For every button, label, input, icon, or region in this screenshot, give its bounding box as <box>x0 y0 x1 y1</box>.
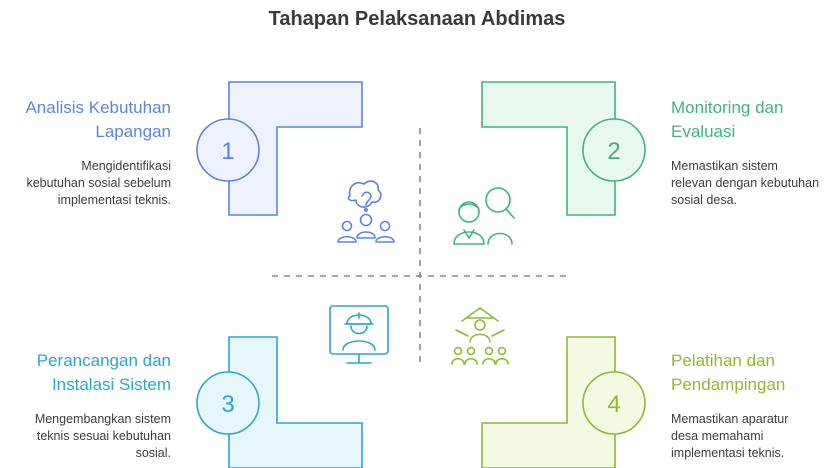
step-2-description: Memastikan sistem relevan dengan kebutuh… <box>671 158 831 209</box>
step-2-circle <box>582 118 646 182</box>
step-4-heading-line-2: Pendampingan <box>671 375 786 394</box>
brainstorm-people-icon <box>337 180 395 243</box>
step-1-description: Mengidentifikasi kebutuhan sosial sebelu… <box>10 158 171 209</box>
step-2-heading-line-1: Monitoring dan <box>671 98 784 117</box>
search-people-icon <box>453 187 515 245</box>
step-2-heading: Monitoring dan Evaluasi <box>671 96 831 144</box>
step-3-description-line-2: teknis sesuai kebutuhan <box>36 429 171 443</box>
step-3-description: Mengembangkan sistem teknis sesuai kebut… <box>10 411 171 462</box>
step-4-shape <box>481 336 616 468</box>
step-2-number: 2 <box>607 138 620 165</box>
step-4-description-line-2: desa memahami <box>671 429 764 443</box>
step-3-number: 3 <box>221 391 234 418</box>
step-4-heading: Pelatihan dan Pendampingan <box>671 349 831 397</box>
step-4-circle <box>582 371 646 435</box>
step-1-circle <box>196 118 260 182</box>
step-4-number: 4 <box>607 391 620 418</box>
teacher-students-icon <box>451 307 509 365</box>
step-1-description-line-1: Mengidentifikasi <box>81 159 171 173</box>
step-4-heading-line-1: Pelatihan dan <box>671 351 775 370</box>
step-1-number: 1 <box>221 138 234 165</box>
step-1-description-line-2: kebutuhan sosial sebelum <box>26 176 171 190</box>
step-1-heading: Analisis Kebutuhan Lapangan <box>10 96 171 144</box>
step-2-shape <box>481 81 616 216</box>
step-3-heading-line-2: Instalasi Sistem <box>51 375 171 394</box>
step-3-heading-line-1: Perancangan dan <box>36 351 171 370</box>
step-1-heading-line-1: Analisis Kebutuhan <box>25 98 171 117</box>
diagram-title: Tahapan Pelaksanaan Abdimas <box>268 8 566 30</box>
step-3-shape <box>228 336 363 468</box>
step-3-heading: Perancangan dan Instalasi Sistem <box>10 349 171 397</box>
engineer-monitor-icon <box>329 305 389 364</box>
step-4-description-line-1: Memastikan aparatur <box>671 412 789 426</box>
step-3-description-line-1: Mengembangkan sistem <box>34 412 171 426</box>
step-2-description-line-2: relevan dengan kebutuhan <box>671 176 820 190</box>
step-3-circle <box>196 371 260 435</box>
step-3-description-line-3: sosial. <box>135 446 171 460</box>
step-1-shape <box>228 81 363 216</box>
step-2-description-line-1: Memastikan sistem <box>671 159 778 173</box>
step-1-description-line-3: implementasi teknis. <box>57 193 171 207</box>
step-2-heading-line-2: Evaluasi <box>671 122 736 141</box>
step-4-description: Memastikan aparatur desa memahami implem… <box>671 411 831 462</box>
step-4-description-line-3: implementasi teknis. <box>671 446 785 460</box>
step-2-description-line-3: sosial desa. <box>671 193 738 207</box>
step-1-heading-line-2: Lapangan <box>95 122 171 141</box>
